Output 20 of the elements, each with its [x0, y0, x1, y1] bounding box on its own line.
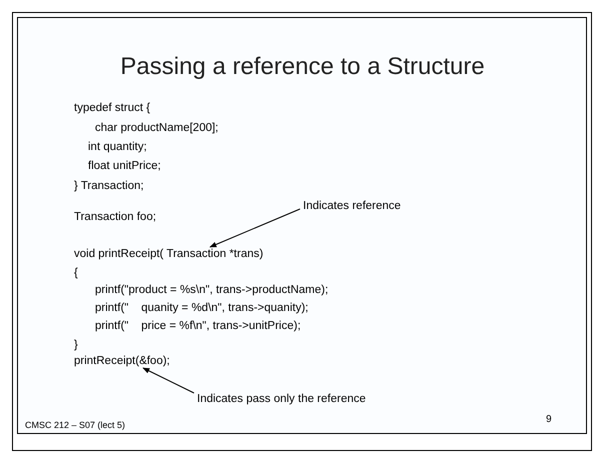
code-line: void printReceipt( Transaction *trans) — [74, 247, 264, 261]
leader-line — [209, 208, 300, 248]
code-line: Transaction foo; — [74, 210, 156, 224]
code-line: printf("product = %s\n", trans->productName); — [95, 283, 328, 297]
code-line: char productName[200]; — [95, 121, 218, 135]
code-line: printf(" quanity = %d\n", trans->quanity); — [95, 301, 308, 315]
code-line: printReceipt(&foo); — [74, 354, 170, 368]
code-line: } Transaction; — [74, 179, 144, 193]
code-line: printf(" price = %f\n", trans->unitPrice); — [95, 319, 301, 333]
page-number: 9 — [546, 413, 552, 426]
footer-text: CMSC 212 – S07 (lect 5) — [25, 419, 126, 431]
leader-line — [142, 368, 194, 394]
code-line: } — [74, 338, 78, 352]
annotation-text: Indicates pass only the reference — [197, 392, 366, 406]
slide-title: Passing a reference to a Structure — [119, 53, 486, 80]
code-line: int quantity; — [88, 140, 147, 154]
annotation-text: Indicates reference — [303, 199, 401, 213]
code-line: { — [74, 266, 78, 280]
code-line: typedef struct { — [74, 101, 150, 115]
code-line: float unitPrice; — [88, 159, 161, 173]
